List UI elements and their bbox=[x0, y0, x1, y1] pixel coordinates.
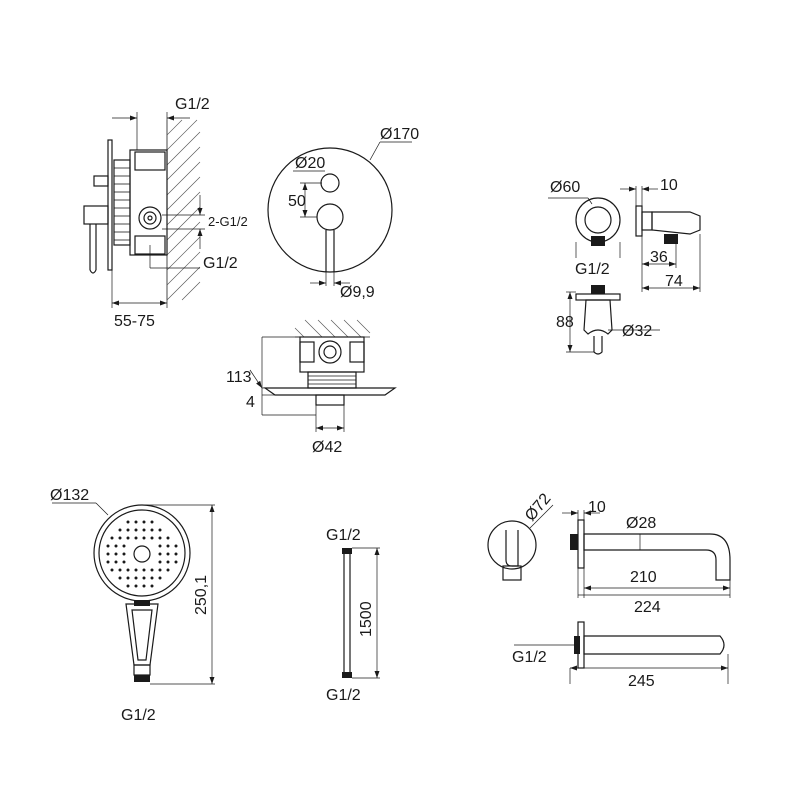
small-hole-label: Ø20 bbox=[295, 155, 325, 172]
spout-wall-plate bbox=[577, 519, 585, 569]
center-button bbox=[133, 545, 151, 563]
spout-body-length-label: 245 bbox=[628, 673, 655, 690]
hose-bottom-thread-label: G1/2 bbox=[326, 687, 361, 704]
depth-label: 55-75 bbox=[114, 313, 155, 330]
mid-thread-label: 2-G1/2 bbox=[208, 214, 248, 229]
bath-spout: Ø72 10 Ø28 210 224 G1/2 245 bbox=[487, 490, 731, 690]
shower-length-label: 250,1 bbox=[193, 575, 210, 615]
spout-front-pipe bbox=[505, 530, 519, 567]
shower-thread-label: G1/2 bbox=[121, 707, 156, 724]
dim-a-label: 36 bbox=[650, 249, 668, 266]
shower-hose: G1/2 1500 G1/2 bbox=[326, 527, 380, 704]
spray-nozzles bbox=[106, 520, 178, 588]
projection-label: 10 bbox=[660, 177, 678, 194]
outlet-thread-label: G1/2 bbox=[575, 261, 610, 278]
outlet-body-side bbox=[651, 211, 701, 235]
spout-pipe-top bbox=[583, 635, 725, 655]
hose-top-thread-label: G1/2 bbox=[326, 527, 361, 544]
outlet-port bbox=[138, 206, 162, 230]
diverter-hole bbox=[320, 173, 340, 193]
spout-flange-thickness-label: 10 bbox=[588, 499, 606, 516]
height-label: 113 bbox=[226, 369, 252, 386]
handle-hub bbox=[316, 203, 344, 231]
spout-total-reach-label: 224 bbox=[634, 599, 661, 616]
lever-diameter-label: Ø9,9 bbox=[340, 284, 375, 301]
mixer-side-view: G1/2 2-G1/2 G1/2 55-75 bbox=[83, 96, 248, 330]
outlet-flange bbox=[575, 197, 621, 243]
flange-diameter-label: Ø60 bbox=[550, 179, 580, 196]
cover-plate-side bbox=[263, 387, 397, 396]
spout-pipe-diameter-label: Ø28 bbox=[626, 515, 656, 532]
diverter-knob bbox=[93, 175, 109, 187]
handle-base bbox=[83, 205, 109, 225]
spout-flange-front bbox=[487, 520, 537, 570]
head-diameter-label: Ø132 bbox=[50, 487, 89, 504]
spout-pipe-side bbox=[583, 533, 731, 581]
hand-shower: Ø132 250,1 G1/2 bbox=[50, 487, 215, 724]
wall-hatch-top bbox=[294, 319, 371, 338]
holder-cradle bbox=[583, 299, 613, 335]
cover-plate-circle bbox=[267, 147, 393, 273]
holder-diameter-label: Ø32 bbox=[622, 323, 652, 340]
holder-plate bbox=[575, 293, 621, 301]
spout-thread-label: G1/2 bbox=[512, 649, 547, 666]
spindle-diameter-label: Ø42 bbox=[312, 439, 342, 456]
valve-body bbox=[129, 149, 168, 256]
plate-thickness-label: 4 bbox=[246, 394, 255, 411]
offset-label: 50 bbox=[288, 193, 306, 210]
spout-reach-label: 210 bbox=[630, 569, 657, 586]
wall-hatch bbox=[166, 119, 201, 301]
top-thread-label: G1/2 bbox=[175, 96, 210, 113]
hose-length-label: 1500 bbox=[358, 601, 375, 637]
wall-outlet: Ø60 G1/2 10 36 74 88 Ø32 bbox=[548, 177, 701, 355]
wall-plate-side bbox=[635, 205, 643, 237]
spindle bbox=[315, 394, 345, 406]
plate-diameter-label: Ø170 bbox=[380, 126, 419, 143]
bottom-thread-label: G1/2 bbox=[203, 255, 238, 272]
shower-handle bbox=[125, 603, 159, 666]
mixer-bottom-view: 113 4 Ø42 bbox=[226, 319, 397, 456]
spout-flange-diameter-label: Ø72 bbox=[522, 490, 555, 524]
cover-plate bbox=[107, 139, 113, 271]
dim-b-label: 74 bbox=[665, 273, 683, 290]
mixer-front-view: Ø170 Ø20 50 Ø9,9 bbox=[267, 126, 419, 301]
holder-height-label: 88 bbox=[556, 314, 574, 331]
